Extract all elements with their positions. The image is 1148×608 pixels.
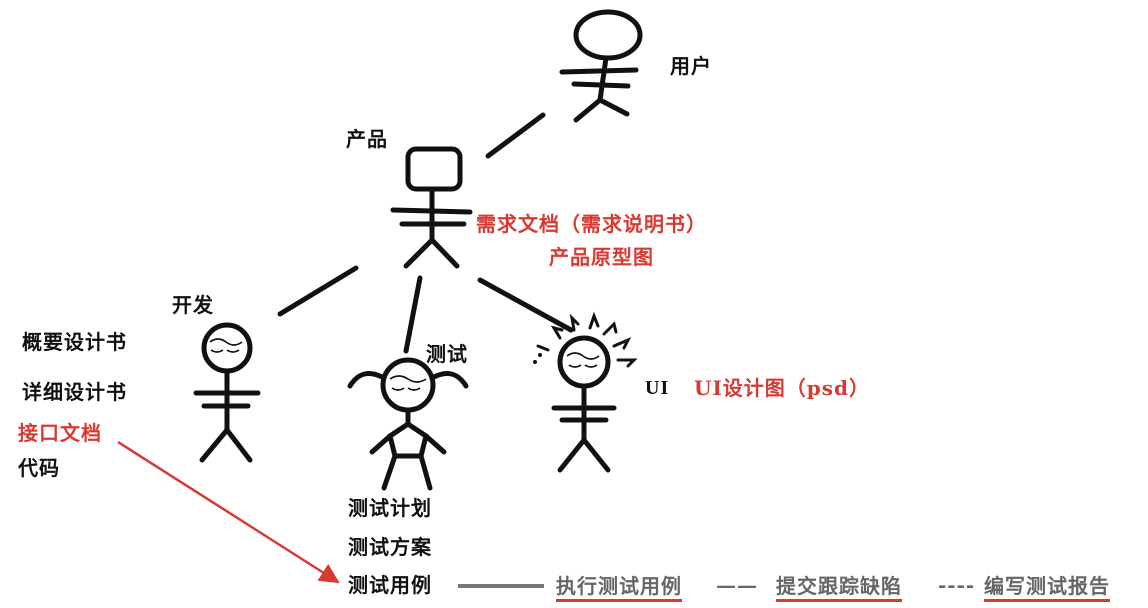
label-test: 测试 xyxy=(426,342,468,366)
connector-product-test xyxy=(403,275,423,354)
arrow-interface-to-testcases xyxy=(117,440,340,584)
ui-figure xyxy=(551,335,617,473)
ui-scribble-dots xyxy=(533,353,542,364)
connector-product-dev xyxy=(277,265,359,317)
flow-step-execute: 执行测试用例 xyxy=(556,574,682,602)
dev-doc-interface: 接口文档 xyxy=(18,421,102,445)
dev-doc-detail: 详细设计书 xyxy=(22,380,127,404)
flow-separator-1: —— xyxy=(716,573,758,597)
flow-step-report: 编写测试报告 xyxy=(984,574,1110,602)
test-face-icon xyxy=(389,375,427,391)
ui-doc-design: UI设计图（psd） xyxy=(694,376,871,400)
product-doc-requirements: 需求文档（需求说明书） xyxy=(476,212,707,236)
label-product: 产品 xyxy=(346,127,388,151)
dev-face-icon xyxy=(209,338,243,353)
flow-separator-2: ---- xyxy=(938,573,976,597)
label-ui: UI xyxy=(645,377,670,399)
connector-user-product xyxy=(485,112,546,159)
dev-doc-overview: 概要设计书 xyxy=(22,330,127,354)
test-doc-cases: 测试用例 xyxy=(348,573,432,597)
ui-hair-icon xyxy=(536,311,638,368)
ui-face-icon xyxy=(566,352,600,368)
connector-lines xyxy=(277,112,574,354)
flow-step-submit: 提交跟踪缺陷 xyxy=(776,574,902,602)
test-doc-plan: 测试计划 xyxy=(348,496,432,520)
user-figure xyxy=(559,9,643,123)
label-user: 用户 xyxy=(670,54,712,78)
connector-product-ui xyxy=(477,277,574,333)
product-doc-prototype: 产品原型图 xyxy=(549,245,654,269)
test-doc-scheme: 测试方案 xyxy=(348,535,432,559)
label-dev: 开发 xyxy=(172,293,214,317)
dev-figure xyxy=(193,322,261,463)
test-figure xyxy=(347,357,469,491)
dev-doc-code: 代码 xyxy=(18,456,60,480)
product-figure xyxy=(390,146,473,269)
